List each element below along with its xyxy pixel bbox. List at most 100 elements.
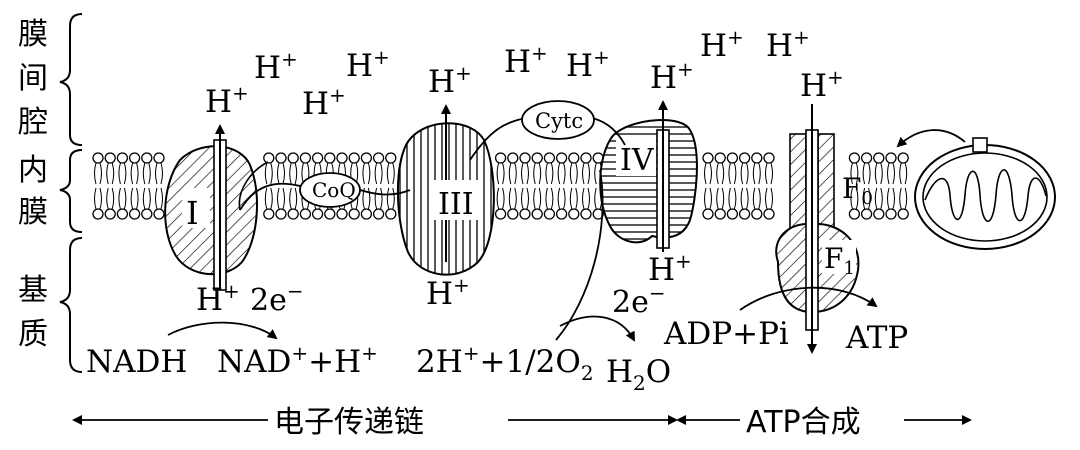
lipid-tail xyxy=(729,188,736,209)
electron-chain-bracket: 电子传递链 xyxy=(80,405,676,440)
lipid-head xyxy=(313,153,323,163)
lipid-tail xyxy=(534,188,541,209)
lipid-tail xyxy=(290,163,297,184)
complex-iv: IV xyxy=(600,102,697,252)
svg-text:内膜: 内膜 xyxy=(18,153,48,230)
lipid-head xyxy=(569,153,579,163)
lipid-tail xyxy=(888,188,895,209)
lipid-head xyxy=(93,209,103,219)
lipid-tail xyxy=(705,163,712,184)
lipid-tail xyxy=(570,163,577,184)
lipid-head xyxy=(703,209,713,219)
lipid-head xyxy=(508,209,518,219)
coq-carrier: CoQ xyxy=(300,173,360,207)
lipid-head xyxy=(105,209,115,219)
lipid-head xyxy=(386,209,396,219)
lipid-tail xyxy=(107,163,114,184)
proton-labels: H+H+H+H+H+H+H+H+H+H+H+H+H+H+ xyxy=(196,25,844,318)
inner-membrane-label: 内膜 xyxy=(18,153,48,230)
lipid-tail xyxy=(119,188,126,209)
lipid-tail xyxy=(509,163,516,184)
lipid-head xyxy=(740,209,750,219)
lipid-head xyxy=(508,153,518,163)
lipid-head xyxy=(154,153,164,163)
lipid-head xyxy=(325,153,335,163)
nadh-label: NADH xyxy=(86,344,187,380)
lipid-head xyxy=(764,209,774,219)
nadh-arrow xyxy=(168,323,276,338)
svg-text:2e−: 2e− xyxy=(612,281,666,320)
lipid-tail xyxy=(741,188,748,209)
lipid-head xyxy=(386,153,396,163)
lipid-tail xyxy=(387,188,394,209)
o2-curve xyxy=(556,170,603,340)
lipid-tail xyxy=(265,163,272,184)
lipid-tail xyxy=(375,163,382,184)
region-labels: 膜间腔 内膜 基质 xyxy=(18,17,48,352)
f0-label: F0 xyxy=(842,172,873,209)
lipid-tail xyxy=(131,188,138,209)
lipid-head xyxy=(898,153,908,163)
lipid-tail xyxy=(522,163,529,184)
electron-chain-label: 电子传递链 xyxy=(274,405,424,440)
lipid-tail xyxy=(387,163,394,184)
lipid-head xyxy=(715,153,725,163)
lipid-tail xyxy=(143,188,150,209)
lipid-head xyxy=(496,209,506,219)
lipid-tail xyxy=(107,188,114,209)
lipid-head xyxy=(532,209,542,219)
atp-synthase: F0 F1 xyxy=(776,104,873,352)
lipid-tail xyxy=(717,188,724,209)
lipid-head xyxy=(764,153,774,163)
svg-text:2H++1/2O2: 2H++1/2O2 xyxy=(416,341,594,385)
lipid-head xyxy=(300,153,310,163)
lipid-tail xyxy=(753,163,760,184)
svg-text:基质: 基质 xyxy=(18,273,48,352)
svg-text:膜间腔: 膜间腔 xyxy=(18,17,48,140)
lipid-head xyxy=(557,153,567,163)
lipid-head xyxy=(154,209,164,219)
lipid-head xyxy=(520,209,530,219)
proton-label: H+ xyxy=(428,61,472,100)
electron-label-left: 2e− xyxy=(250,279,304,318)
lipid-tail xyxy=(766,188,773,209)
water-label: H2O xyxy=(606,354,671,395)
proton-label: H+ xyxy=(254,47,298,86)
lipid-head xyxy=(264,209,274,219)
lipid-head xyxy=(496,153,506,163)
lipid-head xyxy=(117,209,127,219)
proton-label: H+ xyxy=(650,57,694,96)
lipid-head xyxy=(349,153,359,163)
lipid-tail xyxy=(534,163,541,184)
lipid-head xyxy=(569,209,579,219)
atp-synthesis-bracket: ATP合成 xyxy=(684,405,970,440)
lipid-head xyxy=(93,153,103,163)
lipid-head xyxy=(325,209,335,219)
lipid-head xyxy=(544,153,554,163)
proton-label: H+ xyxy=(426,273,470,312)
lipid-tail xyxy=(753,188,760,209)
lipid-tail xyxy=(900,188,907,209)
lipid-head xyxy=(740,153,750,163)
lipid-head xyxy=(288,153,298,163)
lipid-head xyxy=(117,153,127,163)
lipid-head xyxy=(288,209,298,219)
lipid-tail xyxy=(95,188,102,209)
lipid-head xyxy=(849,209,859,219)
cytc-carrier: Cytc xyxy=(522,101,594,139)
svg-text:H2O: H2O xyxy=(606,354,671,395)
proton-label: H+ xyxy=(205,81,249,120)
lipid-tail xyxy=(717,163,724,184)
lipid-head xyxy=(886,153,896,163)
lipid-tail xyxy=(705,188,712,209)
lipid-tail xyxy=(900,163,907,184)
intermembrane-space-label: 膜间腔 xyxy=(18,17,48,140)
lipid-tail xyxy=(131,163,138,184)
lipid-head xyxy=(581,153,591,163)
lipid-head xyxy=(898,209,908,219)
lipid-tail xyxy=(729,163,736,184)
lipid-head xyxy=(752,209,762,219)
lipid-tail xyxy=(95,163,102,184)
lipid-head xyxy=(874,209,884,219)
